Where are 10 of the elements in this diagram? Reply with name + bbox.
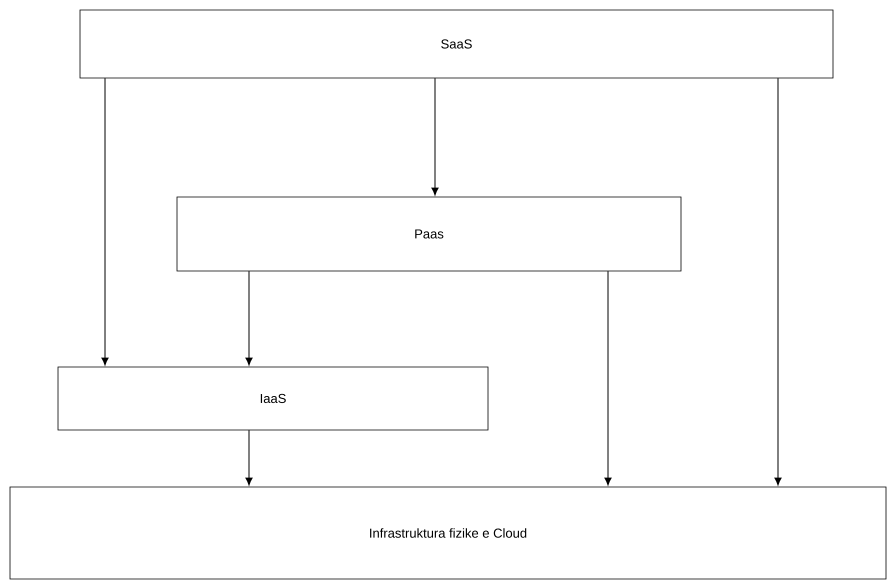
process-box: Paas [176,196,682,272]
process-box: IaaS [58,366,488,430]
arrow [245,430,253,486]
arrow [245,270,253,366]
arrow [101,78,109,366]
process-box: Infrastruktura fizike e Cloud [10,486,886,580]
process-box: SaaS [80,10,834,78]
arrow [774,78,782,486]
arrow [431,78,439,196]
arrow [604,270,612,486]
